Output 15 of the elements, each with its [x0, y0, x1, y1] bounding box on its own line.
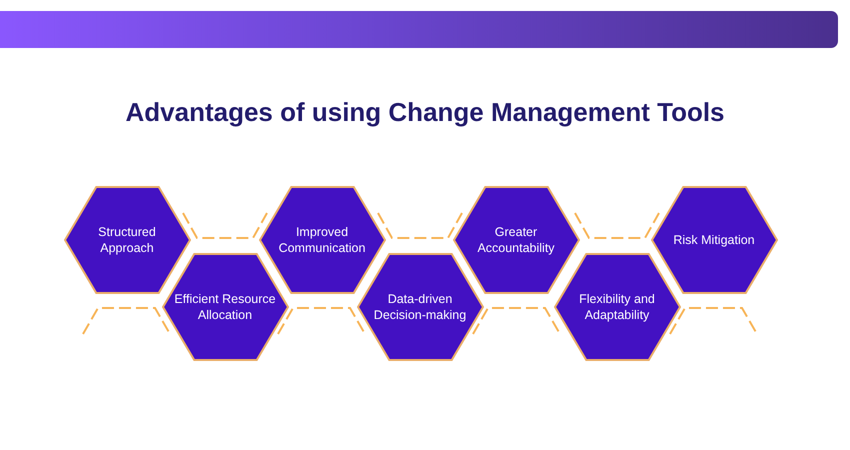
hexagon-node	[650, 186, 778, 294]
hexagon-label: Improved Communication	[278, 224, 366, 256]
hexagon-label: Structured Approach	[97, 224, 157, 256]
hexagon-label: Risk Mitigation	[673, 232, 755, 248]
hexagon-node	[356, 253, 484, 361]
hexagon-node	[554, 253, 680, 361]
hexagon-label: Efficient Resource Allocation	[173, 291, 277, 323]
hexagon-node	[64, 186, 190, 294]
hexagon-node	[452, 186, 580, 294]
hexagon-node	[162, 253, 288, 361]
hexagon-label: Data-driven Decision-making	[372, 291, 468, 323]
diagram-title: Advantages of using Change Management Tools	[125, 97, 725, 127]
hexagon-label: Flexibility and Adaptability	[578, 291, 656, 323]
hexagon-label: Greater Accountability	[476, 224, 556, 256]
hexagon-node	[258, 186, 386, 294]
